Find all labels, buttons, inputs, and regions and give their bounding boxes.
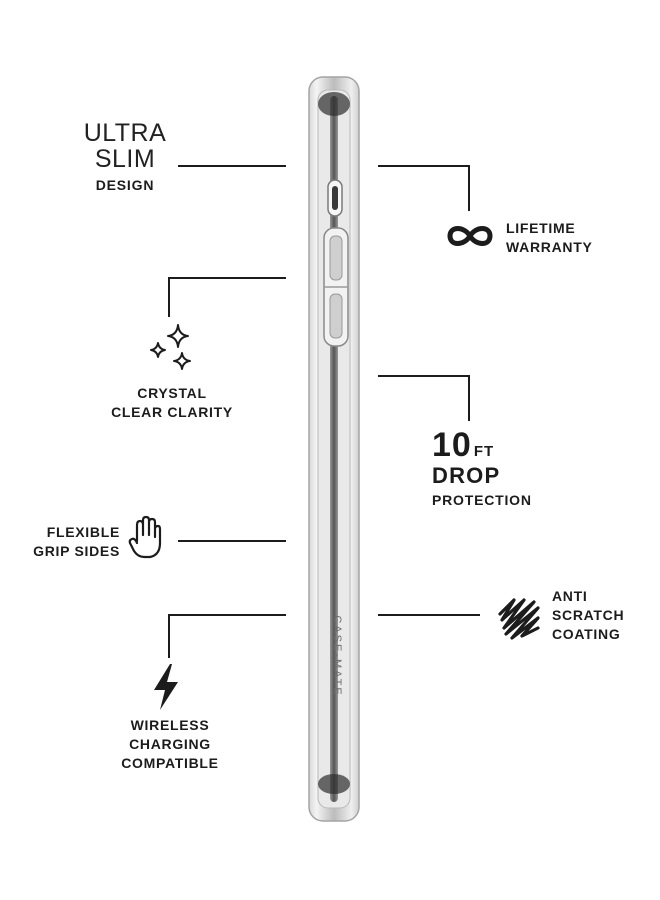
anti-scratch-coating-label: ANTI SCRATCH COATING — [552, 587, 652, 644]
warranty-text: WARRANTY — [506, 239, 593, 255]
wireless-text: WIRELESS — [130, 717, 210, 733]
ultra-text: ULTRA — [83, 119, 167, 147]
crystal-connector-h — [168, 277, 286, 279]
infinity-icon — [447, 226, 493, 246]
wireless-connector-h — [168, 614, 286, 616]
lightning-bolt-icon — [154, 664, 178, 710]
wireless-charging-label: WIRELESS CHARGING COMPATIBLE — [90, 716, 250, 773]
sparkle-icon — [150, 324, 191, 370]
crystal-clear-clarity-label: CRYSTAL CLEAR CLARITY — [92, 384, 252, 422]
drop-connector-v — [468, 375, 470, 421]
drop-text: DROP — [432, 463, 501, 488]
hand-icon — [128, 515, 162, 559]
ultra-slim-connector — [178, 165, 286, 167]
ultra-slim-design-label: ULTRA SLIM DESIGN — [70, 120, 180, 194]
compatible-text: COMPATIBLE — [121, 755, 219, 771]
flexible-grip-sides-label: FLEXIBLE GRIP SIDES — [22, 523, 120, 561]
drop-height-unit: FT — [473, 443, 495, 460]
svg-text:CASE-MATE: CASE-MATE — [331, 615, 343, 696]
scratch-connector — [378, 614, 480, 616]
design-text: DESIGN — [95, 177, 155, 193]
warranty-connector-v — [468, 165, 470, 211]
anti-text: ANTI — [552, 588, 588, 604]
drop-connector-h — [378, 375, 470, 377]
crystal-connector-v — [168, 277, 170, 317]
charging-text: CHARGING — [129, 736, 211, 752]
flexible-text: FLEXIBLE — [46, 524, 120, 540]
crystal-text: CRYSTAL — [137, 385, 207, 401]
drop-height-number: 10 — [432, 426, 472, 464]
clear-clarity-text: CLEAR CLARITY — [111, 404, 233, 420]
lifetime-text: LIFETIME — [506, 220, 576, 236]
protection-text: PROTECTION — [432, 492, 532, 508]
warranty-connector-h — [378, 165, 470, 167]
grip-connector — [178, 540, 286, 542]
lifetime-warranty-label: LIFETIME WARRANTY — [506, 219, 646, 257]
scratch-text: SCRATCH — [552, 607, 625, 623]
grip-sides-text: GRIP SIDES — [33, 543, 120, 559]
wireless-connector-v — [168, 614, 170, 658]
scratch-icon — [498, 598, 540, 640]
slim-text: SLIM — [94, 145, 156, 173]
phone-case-side-view: CASE-MATE — [308, 76, 360, 822]
coating-text: COATING — [552, 626, 621, 642]
